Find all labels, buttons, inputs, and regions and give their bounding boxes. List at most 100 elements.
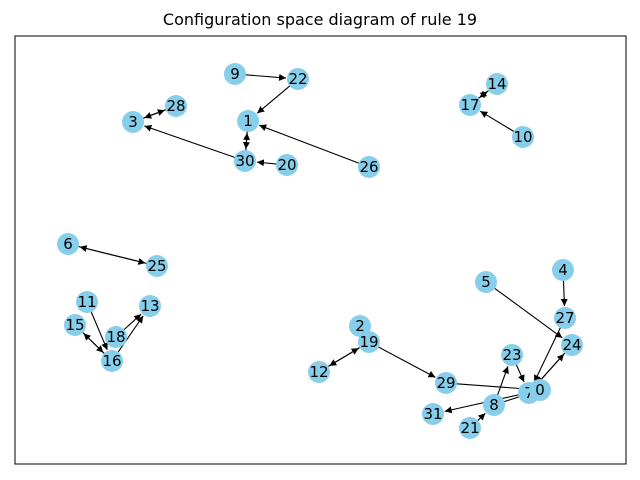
node-12: 12: [308, 361, 330, 383]
node-circle-20: [276, 154, 298, 176]
node-label-6: 6: [63, 235, 73, 253]
plot-frame: [14, 35, 627, 465]
node-21: 21: [459, 417, 481, 439]
node-label-19: 19: [359, 333, 378, 351]
node-2: 2: [349, 315, 371, 337]
node-label-22: 22: [288, 70, 307, 88]
node-label-27: 27: [555, 309, 574, 327]
node-label-16: 16: [102, 352, 121, 370]
node-31: 31: [422, 403, 444, 425]
node-28: 28: [165, 95, 187, 117]
node-label-2: 2: [355, 317, 365, 335]
node-14: 14: [486, 73, 508, 95]
node-circle-0: [529, 379, 551, 401]
node-circle-4: [552, 259, 574, 281]
node-label-12: 12: [309, 363, 328, 381]
node-circle-21: [459, 417, 481, 439]
node-label-23: 23: [502, 346, 521, 364]
node-29: 29: [435, 372, 457, 394]
node-label-25: 25: [147, 257, 166, 275]
node-circle-28: [165, 95, 187, 117]
node-label-31: 31: [423, 405, 442, 423]
edge-30-to-3: [144, 124, 244, 161]
edge-5-to-24: [487, 282, 563, 339]
node-20: 20: [276, 154, 298, 176]
node-label-8: 8: [489, 396, 499, 414]
node-label-10: 10: [513, 128, 532, 146]
node-circle-16: [101, 350, 123, 372]
node-label-14: 14: [487, 75, 506, 93]
node-11: 11: [76, 291, 98, 313]
node-label-26: 26: [359, 158, 378, 176]
node-24: 24: [561, 334, 583, 356]
node-label-28: 28: [166, 97, 185, 115]
node-label-1: 1: [243, 112, 253, 130]
node-25: 25: [146, 255, 168, 277]
node-circle-23: [501, 344, 523, 366]
node-label-9: 9: [230, 65, 240, 83]
node-label-20: 20: [277, 156, 296, 174]
node-6: 6: [57, 233, 79, 255]
node-label-13: 13: [140, 297, 159, 315]
node-circle-5: [475, 271, 497, 293]
node-circle-1: [237, 110, 259, 132]
node-circle-27: [554, 307, 576, 329]
node-circle-30: [234, 150, 256, 172]
node-circle-2: [349, 315, 371, 337]
node-circle-13: [139, 295, 161, 317]
node-22: 22: [287, 68, 309, 90]
node-label-24: 24: [562, 336, 581, 354]
node-13: 13: [139, 295, 161, 317]
node-16: 16: [101, 350, 123, 372]
edge-19-to-29: [370, 342, 436, 378]
edge-27-to-7: [533, 319, 565, 383]
node-1: 1: [237, 110, 259, 132]
node-label-11: 11: [77, 293, 96, 311]
edge-25-to-6: [79, 245, 155, 267]
node-circle-18: [105, 326, 127, 348]
node-label-3: 3: [128, 113, 138, 131]
node-label-17: 17: [460, 96, 479, 114]
node-17: 17: [459, 94, 481, 116]
node-circle-12: [308, 361, 330, 383]
node-8: 8: [483, 394, 505, 416]
node-circle-10: [512, 126, 534, 148]
node-circle-11: [76, 291, 98, 313]
node-label-18: 18: [106, 328, 125, 346]
node-circle-17: [459, 94, 481, 116]
node-10: 10: [512, 126, 534, 148]
node-5: 5: [475, 271, 497, 293]
edge-26-to-1: [259, 124, 368, 167]
node-circle-8: [483, 394, 505, 416]
node-circle-3: [122, 111, 144, 133]
node-circle-15: [64, 314, 86, 336]
node-circle-26: [358, 156, 380, 178]
node-circle-25: [146, 255, 168, 277]
node-label-0: 0: [535, 381, 545, 399]
node-26: 26: [358, 156, 380, 178]
node-circle-31: [422, 403, 444, 425]
node-circle-19: [358, 331, 380, 353]
node-circle-29: [435, 372, 457, 394]
diagram-title: Configuration space diagram of rule 19: [162, 10, 478, 29]
node-circle-14: [486, 73, 508, 95]
node-label-7: 7: [524, 384, 534, 402]
node-30: 30: [234, 150, 256, 172]
node-label-4: 4: [558, 261, 568, 279]
node-label-5: 5: [481, 273, 491, 291]
node-circle-24: [561, 334, 583, 356]
node-label-15: 15: [65, 316, 84, 334]
node-23: 23: [501, 344, 523, 366]
node-15: 15: [64, 314, 86, 336]
node-circle-6: [57, 233, 79, 255]
node-circle-22: [287, 68, 309, 90]
node-circle-9: [224, 63, 246, 85]
node-label-29: 29: [436, 374, 455, 392]
node-3: 3: [122, 111, 144, 133]
node-27: 27: [554, 307, 576, 329]
node-9: 9: [224, 63, 246, 85]
node-18: 18: [105, 326, 127, 348]
node-label-21: 21: [460, 419, 479, 437]
